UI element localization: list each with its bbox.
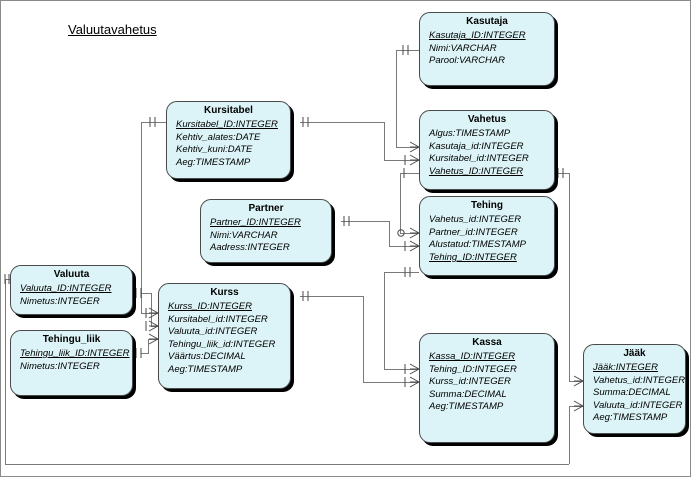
attribute: Valuuta_id:INTEGER xyxy=(593,399,683,411)
line-kursitabel-kurss-v xyxy=(141,122,142,314)
attribute: Kasutaja_id:INTEGER xyxy=(429,140,524,152)
entity-name: Jääk xyxy=(623,348,646,359)
line-kurss-kassa-h2 xyxy=(363,382,419,383)
line-kursitabel-vahetus-v xyxy=(384,122,385,161)
entity-name: Kasutaja xyxy=(466,16,508,27)
line-tehinguliik-kurss-h2 xyxy=(148,339,158,340)
attribute-primary-key: Valuuta_ID:INTEGER xyxy=(20,283,112,294)
attribute: Tehing_ID:INTEGER xyxy=(429,363,517,375)
attribute: Tehingu_liik_id:INTEGER xyxy=(168,338,276,350)
line-kursitabel-vahetus-h2 xyxy=(384,160,419,161)
attribute: Vahetus_id:INTEGER xyxy=(593,374,686,386)
entity-name: Tehing xyxy=(470,200,504,211)
entity-name: Tehingu_liik xyxy=(42,334,101,345)
line-vahetus-tehing-h1 xyxy=(400,173,419,174)
entity-name: Kursitabel xyxy=(204,105,253,116)
attribute: Kursitabel_id:INTEGER xyxy=(429,153,529,165)
attribute: Parool:VARCHAR xyxy=(429,55,506,67)
line-kasutaja-vahetus-h1 xyxy=(396,50,419,51)
entity-name: Kassa xyxy=(472,337,502,348)
line-vahetus-tehing-h2 xyxy=(400,233,419,234)
line-valuuta-jaak-h1 xyxy=(5,279,11,280)
attribute: Aadress:INTEGER xyxy=(210,242,290,254)
attribute: Vahetus_id:INTEGER xyxy=(429,214,522,225)
attribute: Alustatud:TIMESTAMP xyxy=(429,239,526,251)
attribute: Summa:DECIMAL xyxy=(593,387,671,399)
attribute-primary-key: Vahetus_ID:INTEGER xyxy=(429,165,524,177)
line-kurss-kassa-v xyxy=(363,296,364,383)
attribute: Aeg:TIMESTAMP xyxy=(176,156,251,168)
line-valuuta-jaak-v2 xyxy=(569,406,570,464)
attribute: Aeg:TIMESTAMP xyxy=(168,363,243,375)
line-kasutaja-vahetus-v xyxy=(396,50,397,148)
entity-name: Kurss xyxy=(210,287,239,298)
line-partner-tehing-h2 xyxy=(389,246,419,247)
line-valuuta-kurss-v xyxy=(151,293,152,327)
line-vahetus-jaak-h1 xyxy=(555,173,569,174)
attribute-primary-key: Partner_ID:INTEGER xyxy=(210,217,301,228)
attribute: Aeg:TIMESTAMP xyxy=(593,412,668,424)
line-partner-tehing-h xyxy=(341,221,389,222)
attribute: Partner_id:INTEGER xyxy=(429,226,518,238)
line-kasutaja-vahetus-h2 xyxy=(396,147,419,148)
line-valuuta-kurss-h1 xyxy=(141,293,151,294)
attribute: Kehtiv_alates:DATE xyxy=(176,131,261,143)
attribute: Summa:DECIMAL xyxy=(429,388,507,400)
attribute: Kurss_id:INTEGER xyxy=(429,376,511,388)
attribute-primary-key: Tehingu_liik_ID:INTEGER xyxy=(20,348,130,359)
line-tehing-kassa-h1 xyxy=(384,272,419,273)
line-partner-tehing-v xyxy=(389,221,390,247)
line-tehing-kassa-h2 xyxy=(384,369,419,370)
line-valuuta-jaak-v1 xyxy=(5,279,6,464)
attribute: Kursitabel_id:INTEGER xyxy=(168,313,268,325)
line-kursitabel-vahetus-h1 xyxy=(300,122,384,123)
entity-name: Vahetus xyxy=(467,114,507,125)
line-vahetus-jaak-h2 xyxy=(569,381,583,382)
entity-name: Valuuta xyxy=(53,269,90,280)
line-valuuta-kurss-h2 xyxy=(151,326,158,327)
attribute-primary-key: Kassa_ID:INTEGER xyxy=(429,351,516,362)
attribute-primary-key: Kasutaja_ID:INTEGER xyxy=(429,30,526,41)
line-tehinguliik-kurss-v xyxy=(148,340,149,354)
entity-name: Partner xyxy=(248,203,284,214)
attribute: Algus:TIMESTAMP xyxy=(429,128,511,139)
attribute: Väärtus:DECIMAL xyxy=(168,351,246,363)
attribute-primary-key: Kursitabel_ID:INTEGER xyxy=(176,119,278,130)
attribute: Kehtiv_kuni:DATE xyxy=(176,144,253,156)
line-kurss-kassa-h1 xyxy=(300,296,363,297)
diagram-title: Valuutavahetus xyxy=(68,22,157,37)
line-tehing-kassa-v xyxy=(384,272,385,370)
attribute: Valuuta_id:INTEGER xyxy=(168,326,258,338)
attribute: Nimetus:INTEGER xyxy=(20,295,100,307)
attribute-primary-key: Tehing_ID:INTEGER xyxy=(429,251,517,263)
attribute-primary-key: Kurss_ID:INTEGER xyxy=(168,301,252,312)
line-vahetus-jaak-v xyxy=(569,173,570,382)
attribute-primary-key: Jääk:INTEGER xyxy=(593,362,658,373)
line-valuuta-jaak-h2 xyxy=(5,464,569,465)
line-valuuta-jaak-h3 xyxy=(569,406,583,407)
line-kursitabel-kurss-h2 xyxy=(141,313,158,314)
line-kursitabel-kurss-h1 xyxy=(141,122,166,123)
attribute: Nimi:VARCHAR xyxy=(210,229,278,241)
attribute: Nimi:VARCHAR xyxy=(429,42,497,54)
line-vahetus-tehing-v xyxy=(400,173,401,234)
line-tehinguliik-kurss-h1 xyxy=(141,353,149,354)
attribute: Nimetus:INTEGER xyxy=(20,360,100,372)
attribute: Aeg:TIMESTAMP xyxy=(429,401,504,413)
